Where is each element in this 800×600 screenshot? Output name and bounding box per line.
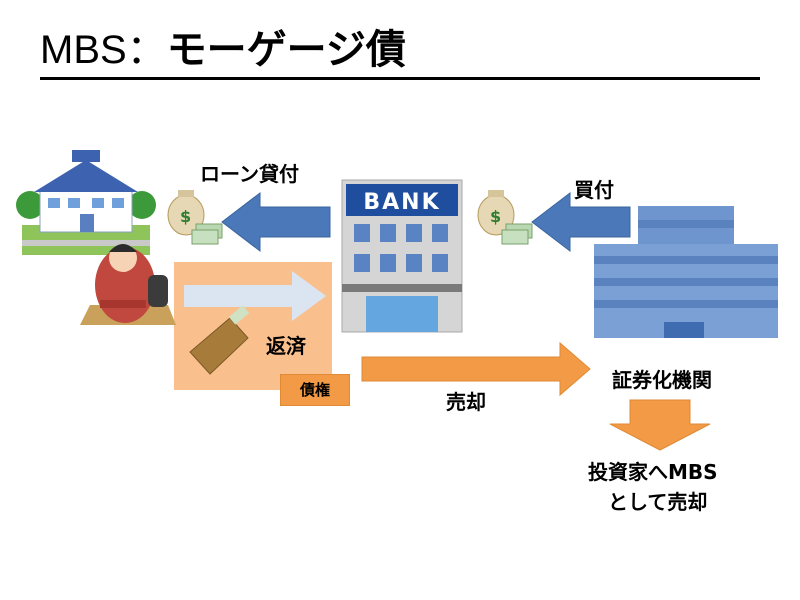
- svg-text:$: $: [490, 207, 501, 226]
- investors-label-line2: として売却: [608, 490, 708, 514]
- title-main: モーゲージ債: [166, 27, 406, 73]
- title-prefix: MBS：: [40, 28, 167, 72]
- bank-building-icon: [341, 179, 463, 333]
- money-bag-icon: $: [167, 190, 223, 245]
- loan-arrow: [221, 191, 331, 253]
- svg-text:$: $: [180, 207, 191, 226]
- homeless-person-icon: [80, 244, 176, 325]
- bond-paper-icon: [189, 305, 250, 375]
- investors-label-line1: 投資家へMBS: [588, 460, 718, 484]
- investors-arrow: [609, 399, 711, 451]
- sale-arrow: [361, 341, 591, 397]
- repayment-arrow: [184, 271, 326, 321]
- house-icon: [16, 150, 156, 255]
- purchase-arrow: [531, 191, 631, 253]
- bank-sign-text: BANK: [363, 190, 440, 215]
- repayment-label: 返済: [266, 334, 306, 358]
- office-building-icon: [594, 206, 778, 338]
- bond-tag: 債権: [280, 374, 350, 406]
- money-bag-icon: $: [477, 190, 533, 245]
- title-underline: [40, 77, 760, 80]
- sale-label: 売却: [446, 390, 486, 414]
- securitizer-label: 証券化機関: [612, 368, 712, 392]
- purchase-label: 買付: [574, 178, 614, 202]
- loan-label: ローン貸付: [200, 162, 299, 186]
- page-title: MBS：モーゲージ債: [40, 20, 406, 80]
